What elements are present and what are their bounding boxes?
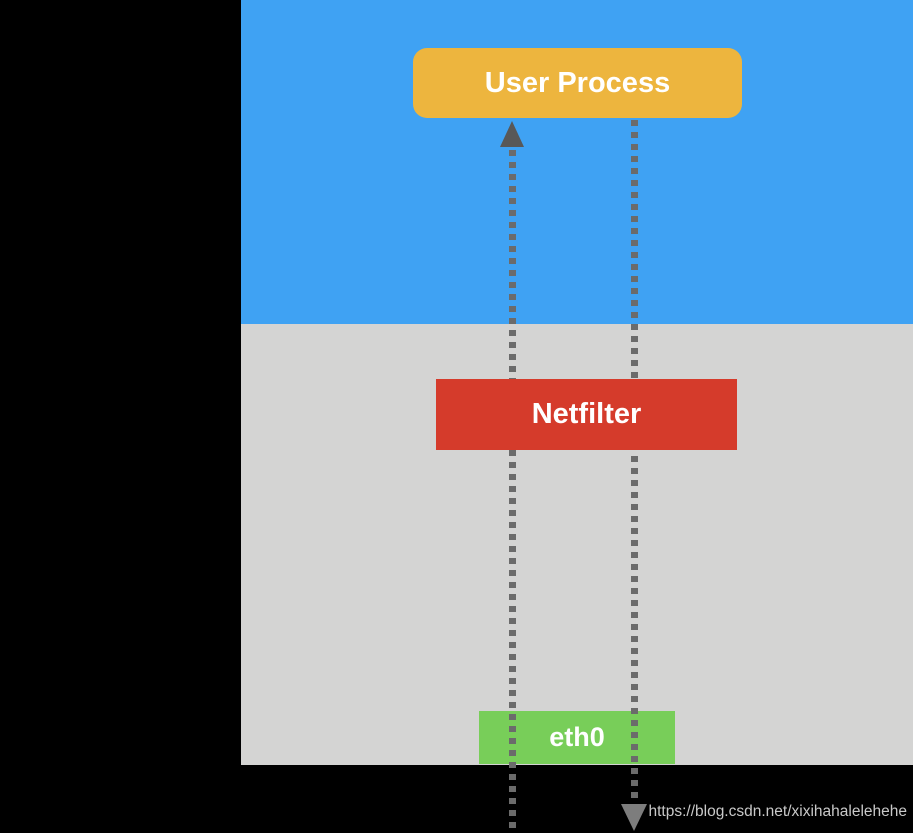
eth0-label: eth0 — [549, 722, 605, 752]
user-process-label: User Process — [484, 66, 671, 99]
watermark-url: https://blog.csdn.net/xixihahalelehehe — [648, 803, 907, 820]
arrow-down-icon — [621, 804, 647, 831]
netfilter-node: Netfilter — [436, 379, 737, 450]
ingress-flow-line — [509, 150, 516, 833]
user-process-node: User Process — [413, 48, 742, 118]
netfilter-label: Netfilter — [531, 398, 642, 430]
egress-flow-line — [631, 120, 638, 804]
arrow-up-icon — [500, 121, 524, 147]
